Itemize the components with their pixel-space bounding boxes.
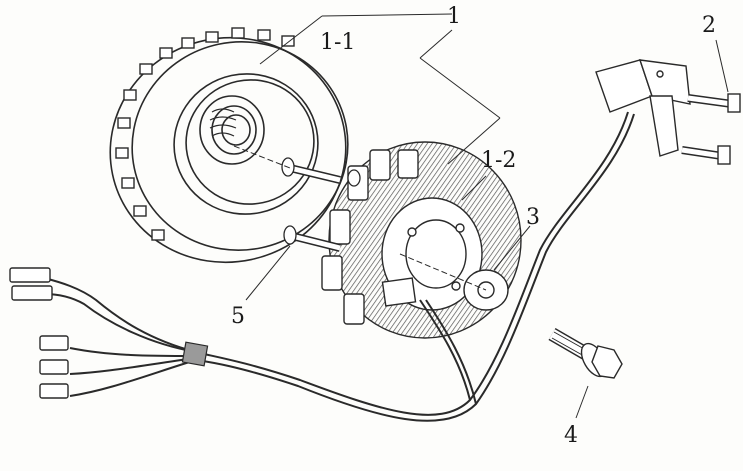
flange-bolt <box>548 327 623 379</box>
callout-part-1-2: 1-2 <box>481 148 517 173</box>
callout-part-3: 3 <box>526 205 540 230</box>
callout-part-2: 2 <box>702 13 716 38</box>
stator-screws <box>281 157 361 252</box>
callout-part-1-1: 1-1 <box>320 30 356 55</box>
callout-part-5: 5 <box>231 304 245 329</box>
leader-lines <box>233 13 729 419</box>
connectors <box>9 267 69 399</box>
callout-part-4: 4 <box>564 423 578 448</box>
pulser-coil <box>595 59 741 165</box>
wiring-harness <box>43 111 635 422</box>
flywheel-rotor <box>109 27 349 264</box>
callout-part-1: 1 <box>447 4 461 29</box>
